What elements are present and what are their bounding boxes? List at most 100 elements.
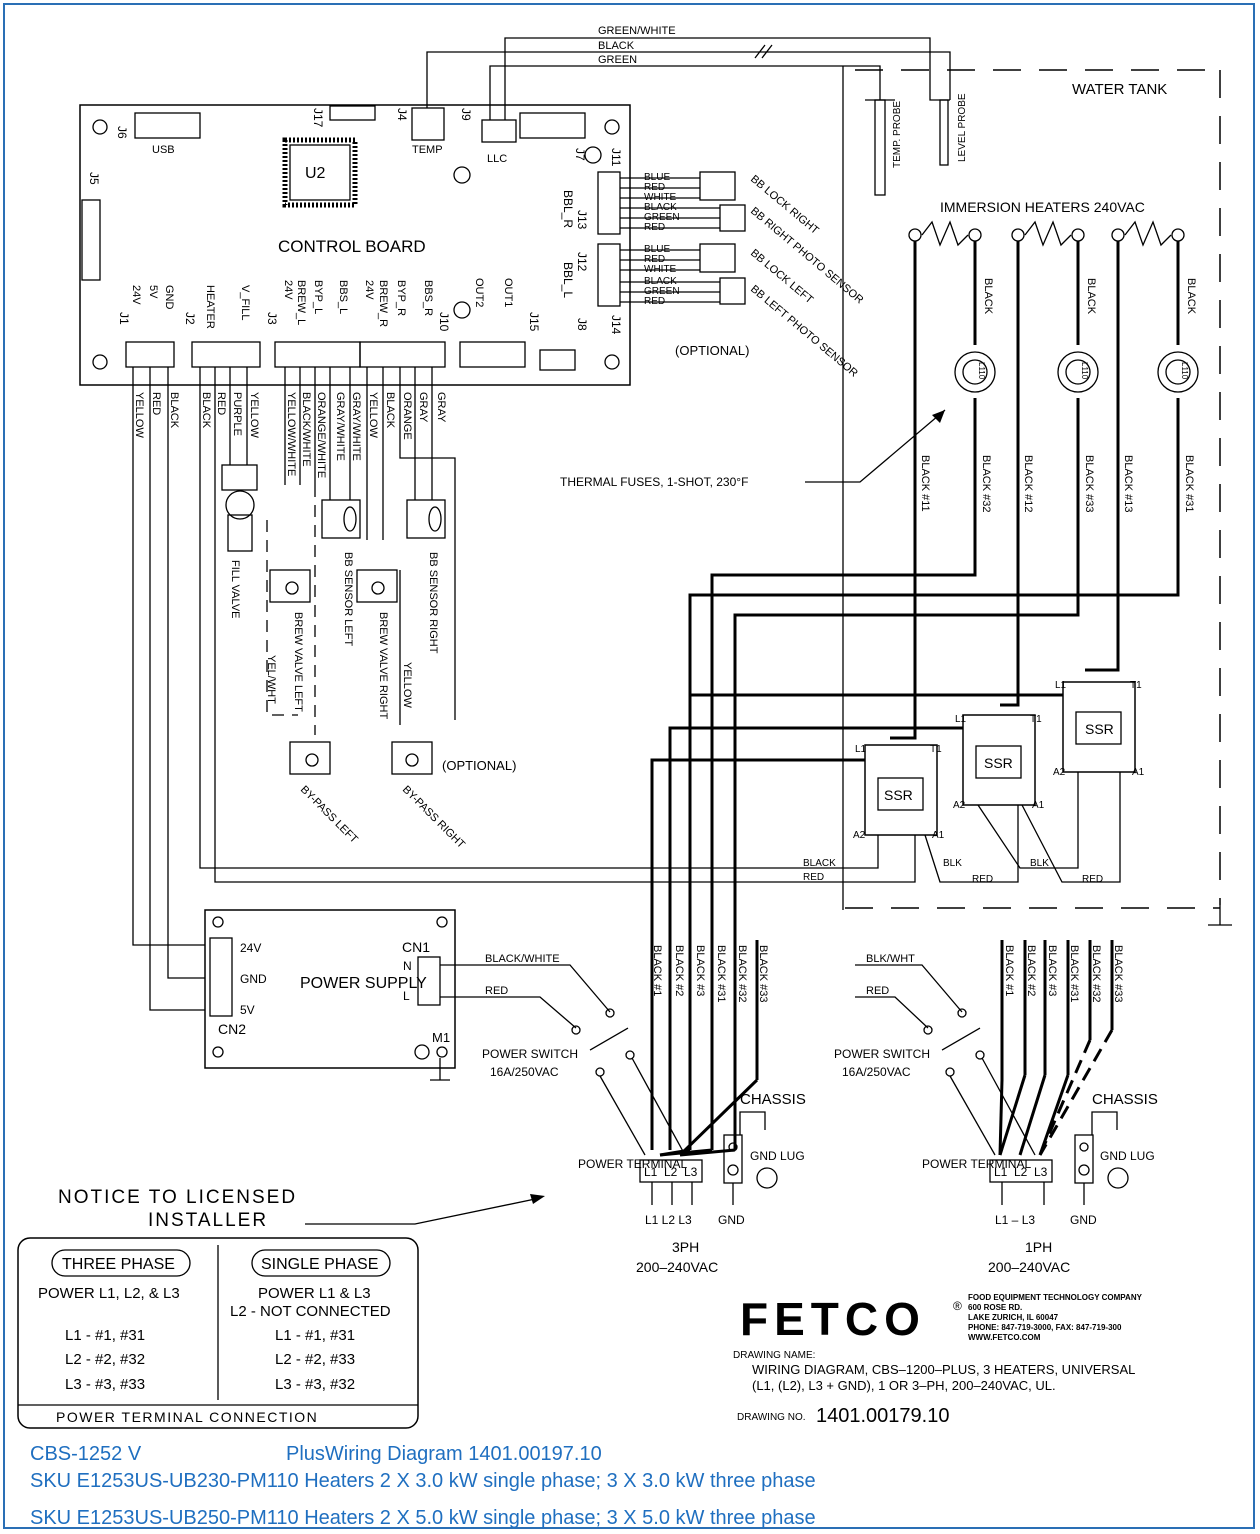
ssr-2-t1: T1 bbox=[1030, 714, 1042, 725]
notice-title-1: NOTICE TO LICENSED bbox=[58, 1187, 297, 1208]
three-phase-row-5: L3 - #3, #33 bbox=[65, 1376, 145, 1393]
heater-wire-1: BLACK bbox=[982, 278, 994, 315]
j1-wire-red: RED bbox=[150, 392, 162, 415]
1ph-black-33: BLACK #33 bbox=[1112, 945, 1124, 1002]
j3-pin-bbs-l: BBS_L bbox=[337, 280, 349, 314]
single-phase-row-3: L1 - #1, #31 bbox=[275, 1327, 355, 1344]
ssr-wire-blk-2: BLK bbox=[1030, 858, 1049, 869]
ssr-1-a2: A2 bbox=[853, 830, 866, 841]
company-name: FOOD EQUIPMENT TECHNOLOGY COMPANY bbox=[968, 1293, 1143, 1302]
bb-sensor-right-label: BB SENSOR RIGHT bbox=[427, 552, 439, 654]
bb-locks: BLUE RED WHITE BLACK GREEN RED BLUE RED … bbox=[620, 171, 866, 380]
board-output-wires: YELLOW RED BLACK BLACK RED PURPLE YELLOW… bbox=[132, 367, 800, 1011]
3ph-black-2: BLACK #2 bbox=[673, 945, 685, 996]
bb-sensor-left-label: BB SENSOR LEFT bbox=[342, 552, 354, 646]
temp-label: TEMP bbox=[412, 144, 443, 156]
wire-black-13: BLACK #13 bbox=[1122, 455, 1134, 512]
j3-pin-byp-l: BYP_L bbox=[312, 280, 324, 314]
power-supply: 24V GND 5V CN2 POWER SUPPLY CN1 N L M1 bbox=[204, 909, 456, 1081]
1ph-black-2: BLACK #2 bbox=[1025, 945, 1037, 996]
3ph-voltage: 200–240VAC bbox=[636, 1259, 718, 1275]
bb-left-wire-red2: RED bbox=[644, 296, 665, 307]
company-web: WWW.FETCO.COM bbox=[968, 1333, 1041, 1342]
company-address-1: 600 ROSE RD. bbox=[968, 1303, 1022, 1312]
3ph-terminal-l3: L3 bbox=[684, 1165, 698, 1179]
3ph-black-32: BLACK #32 bbox=[736, 945, 748, 1002]
board-title: CONTROL BOARD bbox=[278, 237, 426, 256]
wire-black-11: BLACK #11 bbox=[919, 455, 931, 512]
j3-wire-gray-white-2: GRAY/WHITE bbox=[350, 392, 362, 461]
drawing-number-label: DRAWING NO. bbox=[737, 1412, 806, 1423]
llc-label: LLC bbox=[487, 153, 507, 165]
ssr-3-label: SSR bbox=[1085, 721, 1114, 737]
ps-pin-gnd: GND bbox=[240, 972, 267, 986]
1ph-terminal-l1: L1 bbox=[994, 1165, 1008, 1179]
company-phone: PHONE: 847-719-3000, FAX: 847-719-300 bbox=[968, 1323, 1122, 1332]
page-border bbox=[3, 3, 1255, 1529]
drawing-number: 1401.00179.10 bbox=[816, 1405, 949, 1427]
drawing-name-label: DRAWING NAME: bbox=[733, 1350, 815, 1361]
fuse-1-label: L110 bbox=[977, 362, 986, 380]
j2-wire-black: BLACK bbox=[200, 392, 212, 429]
3ph-black-3: BLACK #3 bbox=[694, 945, 706, 996]
j3-wire-gray-2: GRAY bbox=[435, 392, 447, 423]
1ph-voltage: 200–240VAC bbox=[988, 1259, 1070, 1275]
ssr-1-l1: L1 bbox=[855, 744, 867, 755]
footer-diagram: PlusWiring Diagram 1401.00197.10 bbox=[286, 1443, 602, 1465]
brew-valve-left-label: BREW VALVE LEFT bbox=[292, 612, 304, 712]
ssr-relays: SSR L1 T1 A2 A1 SSR L1 T1 A2 A1 SSR L1 T… bbox=[650, 680, 1145, 1150]
drawing-name-1: WIRING DIAGRAM, CBS–1200–PLUS, 3 HEATERS… bbox=[752, 1362, 1135, 1377]
ssr-3-a1: A1 bbox=[1132, 767, 1145, 778]
j3-wire-orange-white: ORANGE/WHITE bbox=[315, 392, 327, 478]
bb-right-wire-red2: RED bbox=[644, 222, 665, 233]
bb-right-wire-green: GREEN bbox=[644, 212, 680, 223]
ssr-wire-red-2: RED bbox=[1082, 874, 1103, 885]
ssr-wire-red: RED bbox=[803, 872, 824, 883]
j3-wire-yellow: YELLOW bbox=[367, 392, 379, 438]
wire-black: BLACK bbox=[598, 40, 635, 52]
notice-footer: POWER TERMINAL CONNECTION bbox=[56, 1409, 318, 1425]
j1-pin-5v: 5V bbox=[147, 285, 159, 299]
j3-pin-byp-r: BYP_R bbox=[395, 280, 407, 316]
notice-title-2: INSTALLER bbox=[148, 1210, 268, 1231]
notice-table: NOTICE TO LICENSED INSTALLER THREE PHASE… bbox=[17, 1187, 545, 1429]
wire-black-33: BLACK #33 bbox=[1083, 455, 1095, 512]
thermal-fuses-label: THERMAL FUSES, 1-SHOT, 230°F bbox=[560, 475, 748, 489]
bbl-l-label: BBL_L bbox=[561, 262, 575, 298]
ssr-1-t1: T1 bbox=[930, 744, 942, 755]
wire-black-31: BLACK #31 bbox=[1183, 455, 1195, 512]
j1-pin-gnd: GND bbox=[163, 285, 175, 310]
j3-wire-black-white: BLACK/WHITE bbox=[300, 392, 312, 467]
bb-left-wire-white: WHITE bbox=[644, 264, 677, 275]
j3-pin-24v-l: 24V bbox=[282, 280, 294, 300]
brew-valve-right-label: BREW VALVE RIGHT bbox=[377, 612, 389, 719]
3ph-black-33: BLACK #33 bbox=[757, 945, 769, 1002]
j3-wire-yellow-white: YELLOW/WHITE bbox=[285, 392, 297, 476]
yel-wht-label: YEL/WHT bbox=[265, 655, 277, 704]
wire-black-12: BLACK #12 bbox=[1022, 455, 1034, 512]
drawing-name-2: (L1, (L2), L3 + GND), 1 OR 3–PH, 200–240… bbox=[752, 1378, 1056, 1393]
ssr-wire-blk-1: BLK bbox=[943, 858, 962, 869]
bb-right-wire-black: BLACK bbox=[644, 202, 677, 213]
j2-pin-vfill: V_FILL bbox=[239, 285, 251, 320]
1ph-switch-rating: 16A/250VAC bbox=[842, 1065, 911, 1079]
single-phase-row-5: L3 - #3, #32 bbox=[275, 1376, 355, 1393]
heater-wire-3: BLACK bbox=[1185, 278, 1197, 315]
chip-label: U2 bbox=[305, 165, 326, 182]
3ph-terminal-l1: L1 bbox=[644, 1165, 658, 1179]
1ph-black-3: BLACK #3 bbox=[1046, 945, 1058, 996]
1ph-gnd-lug: GND LUG bbox=[1100, 1149, 1155, 1163]
j1-wire-black: BLACK bbox=[168, 392, 180, 429]
j13-label: J13 bbox=[575, 210, 589, 230]
1ph-terminal-l3: L3 bbox=[1034, 1165, 1048, 1179]
ps-cn2: CN2 bbox=[218, 1021, 246, 1037]
bypass-left-label: BY-PASS LEFT bbox=[298, 784, 360, 846]
j3-wire-gray-white-1: GRAY/WHITE bbox=[334, 392, 346, 461]
3ph-terminal-l2: L2 bbox=[664, 1165, 678, 1179]
1ph-phase: 1PH bbox=[1025, 1239, 1052, 1255]
ssr-1-label: SSR bbox=[884, 787, 913, 803]
j6-label: J6 bbox=[115, 126, 129, 139]
j15-label: J15 bbox=[527, 312, 541, 332]
out2-label: OUT2 bbox=[473, 278, 485, 307]
